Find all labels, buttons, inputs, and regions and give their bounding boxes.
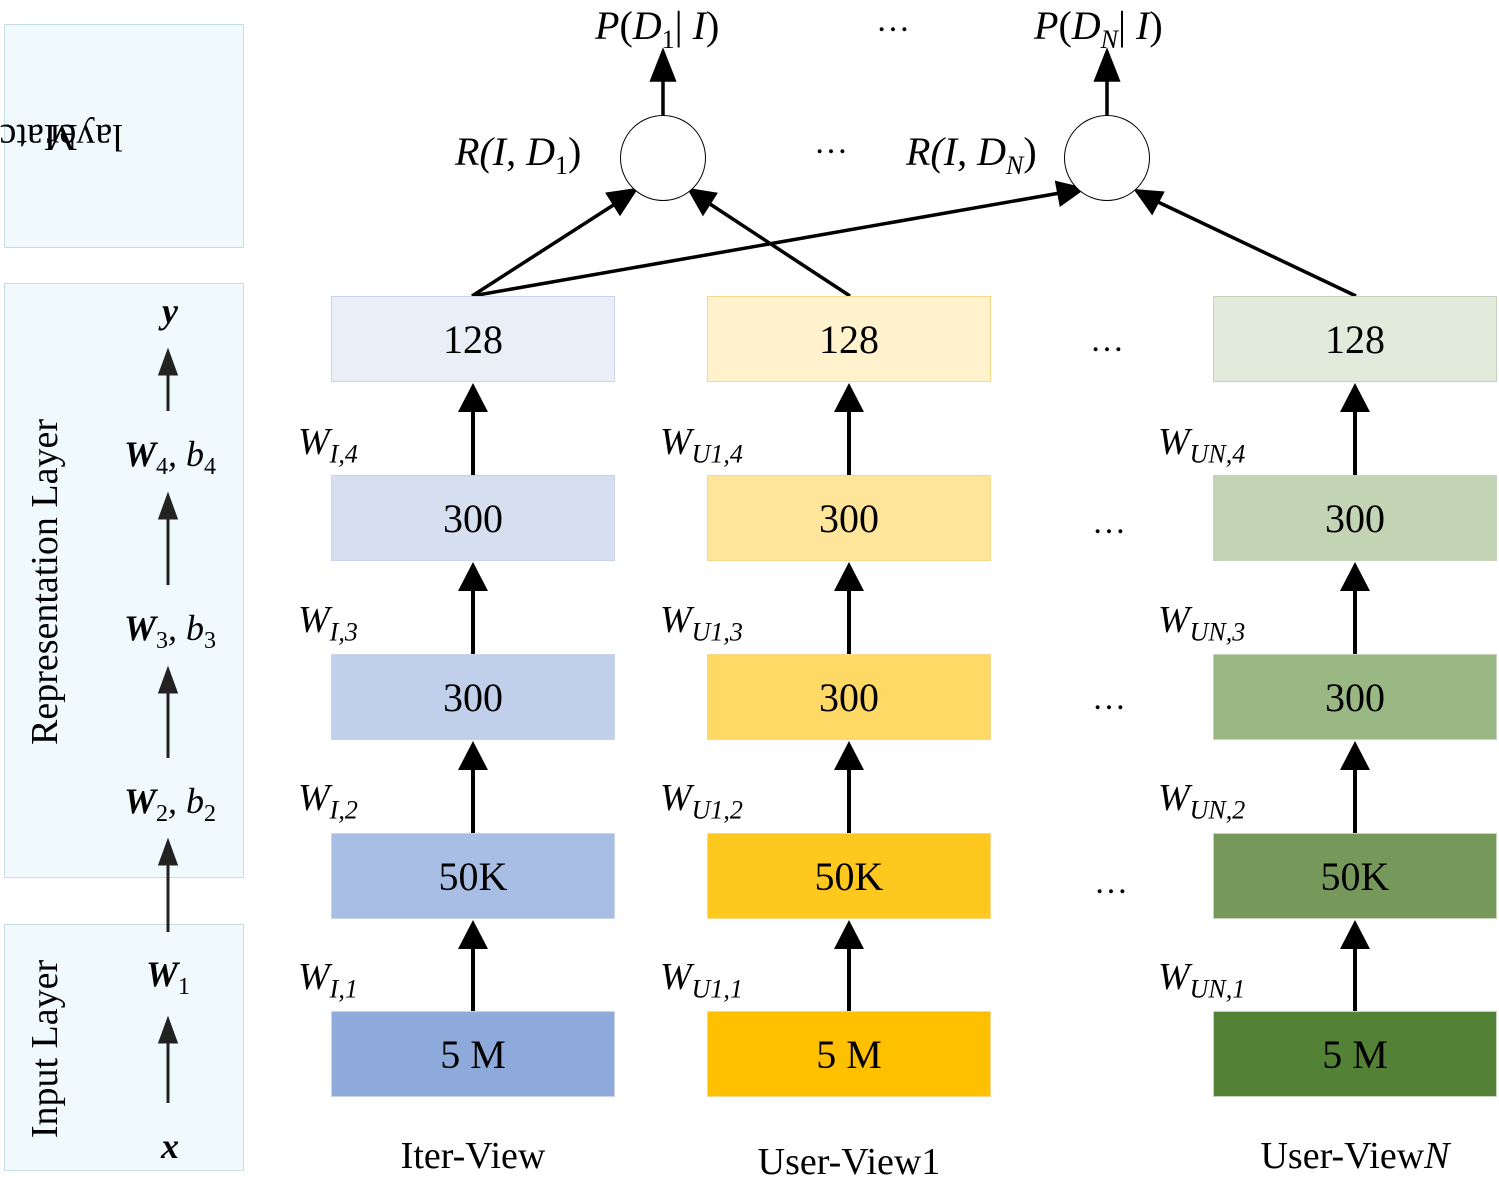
- side-arrow-w3-w4-head: [157, 491, 179, 520]
- ellipsis-128: …: [1090, 322, 1126, 359]
- col1-weight-label-3: WI,3: [298, 599, 358, 647]
- col3-arrow-head-3: [1340, 562, 1370, 591]
- col3-layer-box-1: 5 M: [1213, 1011, 1497, 1097]
- matching-layer-panel: Matchinglayer: [0, 24, 244, 248]
- side-label-x: x: [161, 1126, 179, 1166]
- side-arrows: [157, 347, 179, 1103]
- col1-arrow-head-1: [458, 920, 488, 949]
- matching-node-1: [620, 115, 706, 201]
- col2-layer-box-3: 300: [707, 654, 991, 740]
- col2-weight-label-3: WU1,3: [660, 599, 743, 647]
- ellipsis-300a: …: [1092, 504, 1128, 541]
- side-label-w3-b3: W3, b3: [123, 608, 216, 655]
- col2-layer-box-2: 50K: [707, 833, 991, 919]
- col1-arrow-head-2: [458, 741, 488, 770]
- side-label-y: y: [162, 291, 178, 331]
- input-layer-panel: Input Layer: [4, 924, 244, 1171]
- arrow-iter-to-r1-head: [605, 187, 639, 217]
- side-arrow-w2-w3-head: [157, 665, 179, 694]
- side-arrow-x-w1-head: [157, 1015, 179, 1044]
- col3-weight-label-1: WUN,1: [1158, 956, 1246, 1004]
- col3-weight-label-4: WUN,4: [1158, 421, 1246, 469]
- side-arrow-w1-w2-head: [157, 837, 179, 866]
- col2-view-label: User-View1: [757, 1141, 941, 1183]
- col2-layer-box-4: 300: [707, 475, 991, 561]
- arrow-iter-to-r1: [471, 202, 616, 298]
- col1-arrow-head-3: [458, 562, 488, 591]
- col3-view-label: User-ViewN: [1260, 1135, 1450, 1177]
- ellipsis-300b: …: [1092, 680, 1128, 717]
- col1-layer-box-3: 300: [331, 654, 615, 740]
- matching-node-n: [1064, 115, 1150, 201]
- col3-arrow-head-4: [1340, 383, 1370, 412]
- col2-weight-label-2: WU1,2: [660, 777, 743, 825]
- col3-arrow-head-1: [1340, 920, 1370, 949]
- col2-arrow-head-2: [834, 741, 864, 770]
- arrow-rn-to-pn-head: [1093, 47, 1121, 82]
- col3-layer-box-3: 300: [1213, 654, 1497, 740]
- formula-r1: R(I, D1): [455, 129, 582, 180]
- col1-arrow-head-4: [458, 383, 488, 412]
- side-label-w2-b2: W2, b2: [123, 781, 216, 828]
- col2-arrow-head-3: [834, 562, 864, 591]
- side-label-w4-b4: W4, b4: [123, 434, 216, 481]
- col1-weight-label-2: WI,2: [298, 777, 358, 825]
- arrow-user1-to-r1: [709, 202, 851, 298]
- side-arrow-w4-y-head: [157, 347, 179, 376]
- col2-layer-box-5: 128: [707, 296, 991, 382]
- col3-weight-label-2: WUN,2: [1158, 777, 1246, 825]
- arrow-user1-to-r1-head: [686, 187, 718, 217]
- matching-arrows: [471, 47, 1357, 298]
- col2-weight-label-1: WU1,1: [660, 956, 743, 1004]
- arrow-r1-to-p1-head: [649, 47, 677, 82]
- ellipsis-top: …: [876, 2, 912, 39]
- col3-layer-box-2: 50K: [1213, 833, 1497, 919]
- col2-layer-box-1: 5 M: [707, 1011, 991, 1097]
- arrow-usern-to-rn: [1157, 200, 1357, 298]
- col2-arrow-head-1: [834, 920, 864, 949]
- col1-layer-box-2: 50K: [331, 833, 615, 919]
- arrow-usern-to-rn-head: [1133, 188, 1165, 216]
- formula-rn: R(I, DN): [906, 129, 1037, 180]
- ellipsis-matching: …: [814, 124, 850, 161]
- col1-layer-box-5: 128: [331, 296, 615, 382]
- side-label-w1: W1: [145, 954, 190, 1001]
- representation-layer-panel: Representation Layer: [4, 283, 244, 878]
- formula-pn: P(DN| I): [1034, 3, 1163, 54]
- col1-view-label: Iter-View: [400, 1135, 546, 1177]
- formula-p1: P(D1| I): [595, 3, 720, 54]
- arrow-iter-to-rn: [471, 191, 1061, 298]
- col1-layer-box-4: 300: [331, 475, 615, 561]
- col2-arrow-head-4: [834, 383, 864, 412]
- col3-layer-box-4: 300: [1213, 475, 1497, 561]
- ellipsis-50k: …: [1094, 864, 1130, 901]
- col2-weight-label-4: WU1,4: [660, 421, 743, 469]
- column-arrows: [458, 383, 1370, 1011]
- col1-layer-box-1: 5 M: [331, 1011, 615, 1097]
- col3-arrow-head-2: [1340, 741, 1370, 770]
- col3-layer-box-5: 128: [1213, 296, 1497, 382]
- col1-weight-label-4: WI,4: [298, 421, 358, 469]
- col1-weight-label-1: WI,1: [298, 956, 358, 1004]
- col3-weight-label-3: WUN,3: [1158, 599, 1246, 647]
